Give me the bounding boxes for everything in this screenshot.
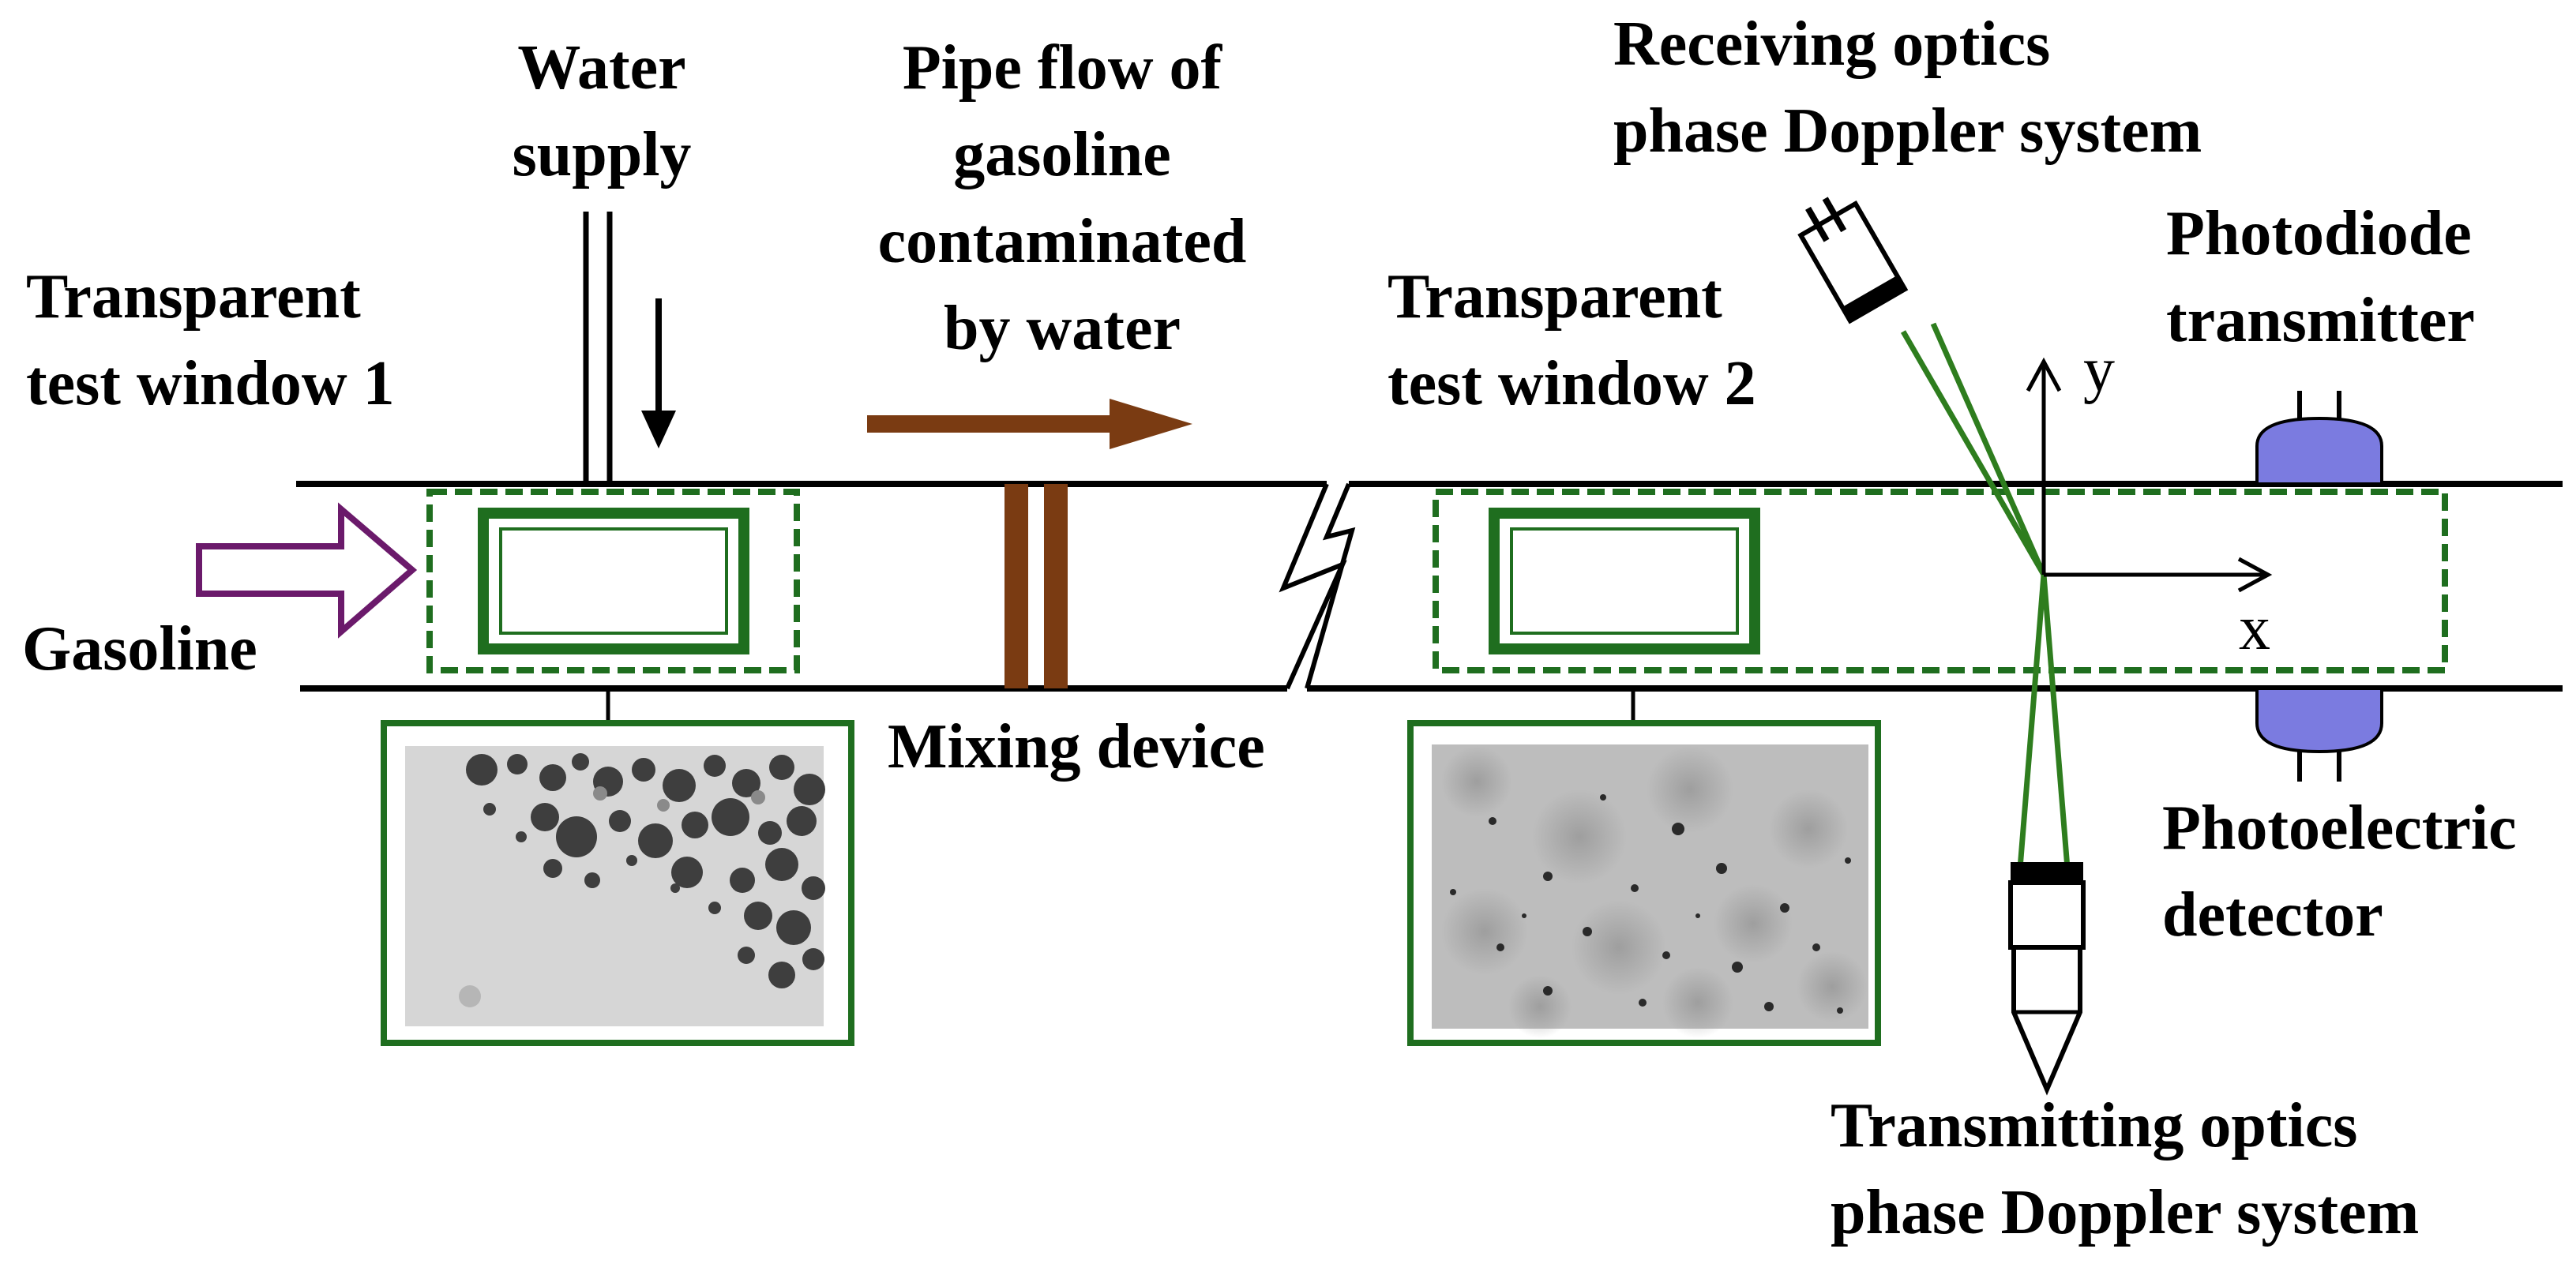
photoelectric-detector-icon (2255, 687, 2383, 782)
pipe-break-mark-left (1279, 482, 1347, 690)
laser-beams (1900, 322, 2071, 869)
transmitting-optics-probe-icon (2008, 862, 2086, 1096)
window1-label-2: test window 1 (26, 349, 395, 418)
mixing-device (1004, 484, 1068, 688)
pipe-break-mark-right (1305, 482, 1356, 689)
window2-label-1: Transparent (1388, 262, 1722, 332)
photodiode-label-2: transmitter (2166, 286, 2475, 355)
window2-dashed-frame (1433, 489, 2448, 673)
transmitting-optics-label-2: phase Doppler system (1831, 1178, 2419, 1247)
window2-micrograph-image (1407, 720, 1881, 1046)
pipe-flow-label-1: Pipe flow of (903, 33, 1223, 103)
transmitting-optics-label-1: Transmitting optics (1831, 1091, 2357, 1161)
flow-direction-arrow-icon (867, 399, 1192, 449)
x-axis-label: x (2239, 594, 2270, 663)
water-supply-label-1: Water (517, 33, 685, 103)
photodiode-transmitter-icon (2255, 391, 2383, 486)
window1-micrograph-image (381, 720, 854, 1046)
water-supply-label-2: supply (513, 120, 692, 189)
window2-label-2: test window 2 (1388, 349, 1756, 418)
receiving-optics-probe-icon (1797, 197, 1909, 324)
photoelectric-label-1: Photoelectric (2162, 793, 2517, 863)
pipe-flow-label-2: gasoline (953, 120, 1171, 189)
water-supply-pipe (583, 212, 613, 484)
window1-label-1: Transparent (26, 262, 361, 332)
receiving-optics-label-1: Receiving optics (1613, 9, 2050, 79)
gasoline-label: Gasoline (22, 614, 257, 684)
mixing-device-label: Mixing device (888, 712, 1265, 782)
y-axis-label: y (2083, 336, 2115, 405)
gasoline-inlet-arrow-icon (196, 502, 418, 639)
pipe-flow-label-4: by water (944, 294, 1181, 363)
receiving-optics-label-2: phase Doppler system (1613, 96, 2202, 166)
photodiode-label-1: Photodiode (2166, 199, 2472, 268)
window1-dashed-frame (426, 489, 800, 673)
coordinate-axes (2026, 357, 2273, 593)
photoelectric-label-2: detector (2162, 880, 2383, 950)
window2-glass (1489, 508, 1760, 654)
window1-glass (478, 508, 749, 654)
pipe-flow-label-3: contaminated (878, 207, 1247, 276)
water-supply-arrow-icon (641, 298, 676, 448)
